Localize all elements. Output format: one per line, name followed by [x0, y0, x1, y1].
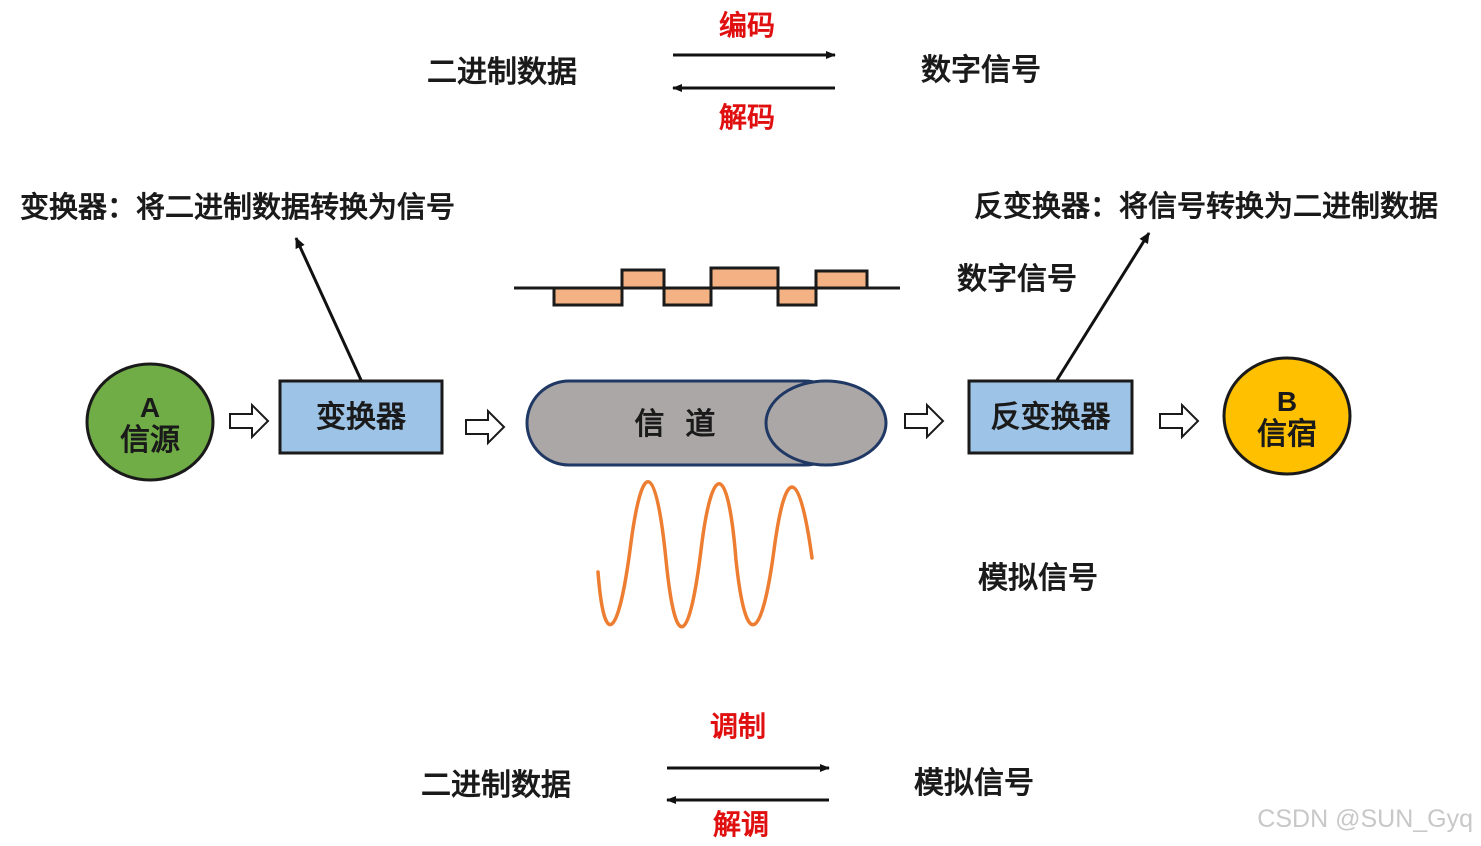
- sink-label: B 信宿: [1224, 386, 1350, 453]
- sink-name: 信宿: [1257, 417, 1317, 453]
- source-node: [85, 362, 215, 482]
- digital-signal-label: 数字信号: [957, 262, 1077, 297]
- channel-label: 信 道: [634, 407, 716, 442]
- bottom-left-binary-label: 二进制数据: [421, 768, 571, 803]
- source-letter: A: [139, 392, 161, 423]
- sink-node: [1222, 356, 1352, 476]
- converter-label: 变换器: [316, 400, 406, 435]
- flow-arrow-3: [904, 402, 945, 440]
- bottom-right-analog-label: 模拟信号: [914, 766, 1034, 801]
- converter-note: 变换器：将二进制数据转换为信号: [20, 190, 456, 224]
- analog-signal-wave: [596, 480, 814, 629]
- inverse-converter-note: 反变换器：将信号转换为二进制数据: [974, 189, 1439, 223]
- top-right-digital-label: 数字信号: [921, 53, 1041, 88]
- digital-signal-wave: [514, 266, 900, 307]
- demodulate-label: 解调: [713, 808, 770, 841]
- flow-arrow-2: [465, 408, 506, 446]
- inverse-converter-pointer: [1055, 232, 1151, 381]
- modulate-label: 调制: [710, 710, 767, 743]
- flow-arrow-4: [1159, 402, 1200, 440]
- encode-label: 编码: [719, 9, 776, 42]
- source-name: 信源: [120, 423, 180, 459]
- channel-end: [764, 379, 888, 467]
- top-left-binary-label: 二进制数据: [427, 55, 577, 90]
- converter-box: [278, 379, 444, 455]
- inverse-converter-label: 反变换器: [990, 400, 1111, 435]
- inverse-converter-box: [967, 379, 1134, 455]
- source-label: A 信源: [87, 392, 213, 459]
- flow-arrow-1: [229, 402, 270, 440]
- watermark: CSDN @SUN_Gyq: [1257, 805, 1473, 833]
- converter-pointer: [294, 237, 363, 381]
- decode-label: 解码: [719, 101, 776, 134]
- analog-signal-label: 模拟信号: [978, 561, 1098, 596]
- sink-letter: B: [1276, 386, 1298, 417]
